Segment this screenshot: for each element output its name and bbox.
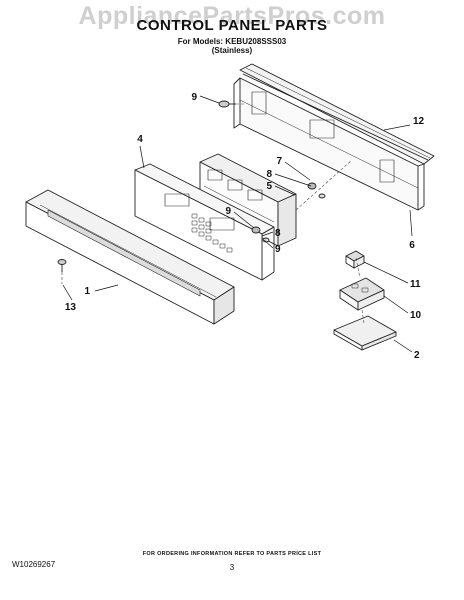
callout-4: 4 (137, 134, 143, 145)
part-6-mounting-bracket (233, 77, 425, 211)
callout-9-top: 9 (191, 92, 197, 103)
callout-1: 1 (84, 286, 90, 297)
callout-2: 2 (414, 350, 420, 361)
page-number: 3 (229, 563, 235, 572)
finish-line: (Stainless) (211, 46, 253, 55)
part-7-8-9-fasteners (251, 182, 326, 243)
part-12-top-trim (239, 63, 435, 165)
callout-9-mid: 9 (225, 206, 231, 217)
part-11-relay (345, 250, 365, 269)
models-line: For Models: KEBU208SSS03 (177, 37, 287, 46)
part-1-control-panel (25, 189, 235, 325)
callout-11: 11 (410, 279, 421, 290)
callout-12: 12 (413, 116, 425, 127)
part-13-screw (57, 259, 67, 272)
part-9-screw-top (218, 100, 236, 108)
document-id: W10269267 (12, 560, 56, 569)
callout-9-low: 9 (275, 244, 281, 255)
part-2-plate (333, 315, 397, 351)
callout-5: 5 (266, 181, 272, 192)
callout-13: 13 (65, 302, 77, 313)
page-title: CONTROL PANEL PARTS (136, 17, 328, 34)
ordering-note: FOR ORDERING INFORMATION REFER TO PARTS … (142, 551, 322, 557)
callout-8-lower: 8 (275, 228, 281, 239)
callout-8-upper: 8 (266, 169, 272, 180)
watermark: AppliancePartsPros.com (78, 2, 386, 30)
callout-10: 10 (410, 310, 422, 321)
callout-6: 6 (409, 240, 415, 251)
callout-7: 7 (276, 156, 282, 167)
part-10-control-board (339, 277, 385, 311)
